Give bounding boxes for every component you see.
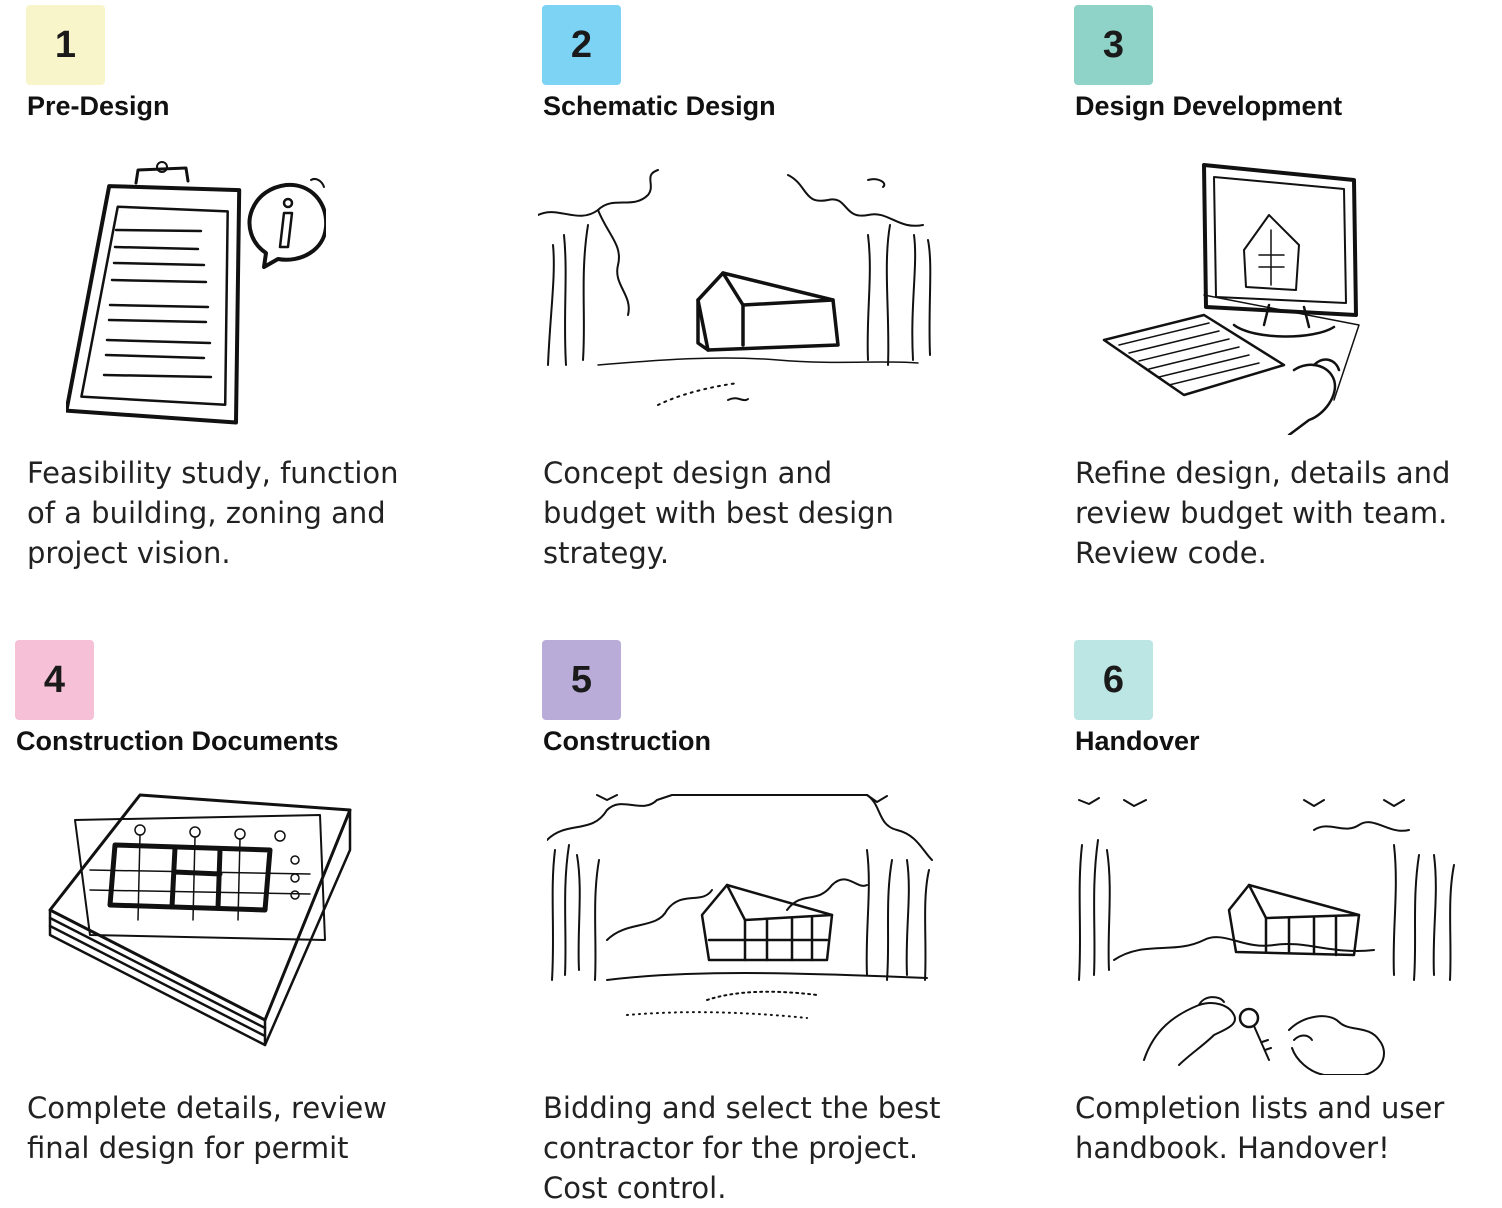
step-title: Construction Documents: [16, 726, 339, 756]
step-title: Pre-Design: [27, 91, 170, 121]
step-description: Concept design and budget with best desi…: [543, 456, 894, 570]
step-title: Handover: [1075, 726, 1200, 756]
step-number-badge: 1: [26, 5, 105, 85]
step-title: Design Development: [1075, 91, 1343, 121]
step-number-badge: 6: [1074, 640, 1153, 720]
step-2: 2 Schematic Design Concept design and b: [538, 5, 1002, 605]
stack-of-floor-plans: [30, 790, 360, 1055]
sketch-house-in-woods: [538, 155, 938, 415]
step-description: Completion lists and user handbook. Hand…: [1075, 1091, 1445, 1165]
step-5: 5 Construction Bidding an: [542, 640, 1002, 1205]
step-description: Bidding and select the best contractor f…: [543, 1091, 941, 1205]
step-description: Feasibility study, function of a buildin…: [27, 456, 399, 570]
key-handover-hands: [1074, 790, 1459, 1075]
computer-with-house-model: [1074, 155, 1374, 435]
step-3: 3 Design Development Refine design, deta…: [1074, 5, 1494, 605]
step-title: Construction: [543, 726, 711, 756]
step-1: 1 Pre-Design: [26, 5, 486, 605]
clipboard-info-icon: [66, 155, 326, 425]
step-number-badge: 2: [542, 5, 621, 85]
step-number-badge: 4: [15, 640, 94, 720]
step-number-badge: 5: [542, 640, 621, 720]
step-6: 6 Handover Co: [1074, 640, 1494, 1196]
step-description: Refine design, details and review budget…: [1075, 456, 1451, 570]
house-under-construction-in-woods: [547, 790, 937, 1060]
step-title: Schematic Design: [543, 91, 776, 121]
step-description: Complete details, review final design fo…: [27, 1091, 387, 1165]
step-4: 4 Construction Documents Complete detail…: [15, 640, 485, 1196]
step-number-badge: 3: [1074, 5, 1153, 85]
